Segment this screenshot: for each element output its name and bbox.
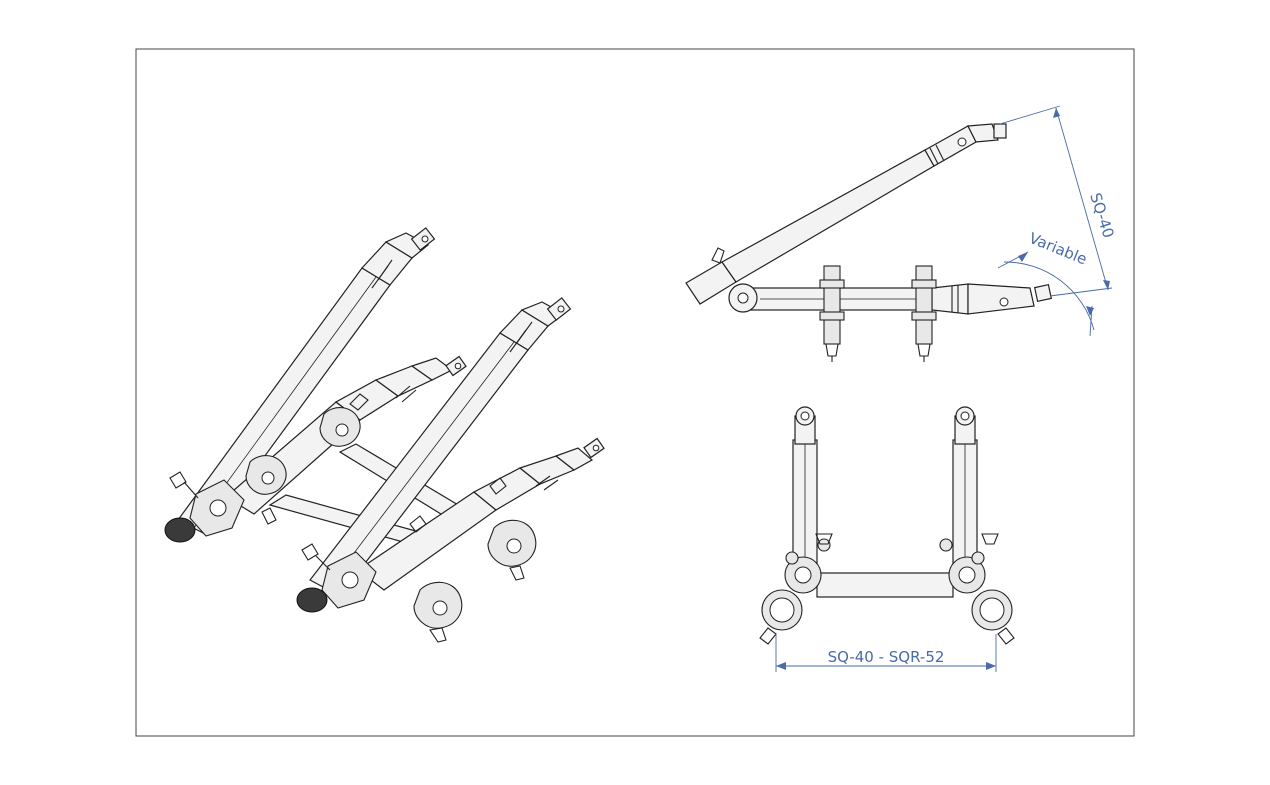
left-mid-clamps — [245, 393, 369, 525]
width-dimension-label: SQ-40 - SQR-52 — [828, 648, 945, 666]
side-view — [685, 123, 1053, 362]
left-long-tube — [177, 227, 436, 536]
front-view — [759, 406, 1015, 645]
right-mid-clamps — [409, 477, 537, 643]
side-view-dimensions — [997, 105, 1113, 337]
drawing-frame — [135, 48, 1135, 737]
height-dimension-label: SQ-40 — [1086, 191, 1117, 241]
right-short-tube — [356, 437, 605, 591]
angle-dimension-label: Variable — [1027, 229, 1090, 268]
left-clamp — [164, 471, 245, 543]
isometric-view — [164, 227, 605, 643]
front-view-dimension — [775, 634, 997, 672]
right-clamp — [296, 543, 377, 613]
